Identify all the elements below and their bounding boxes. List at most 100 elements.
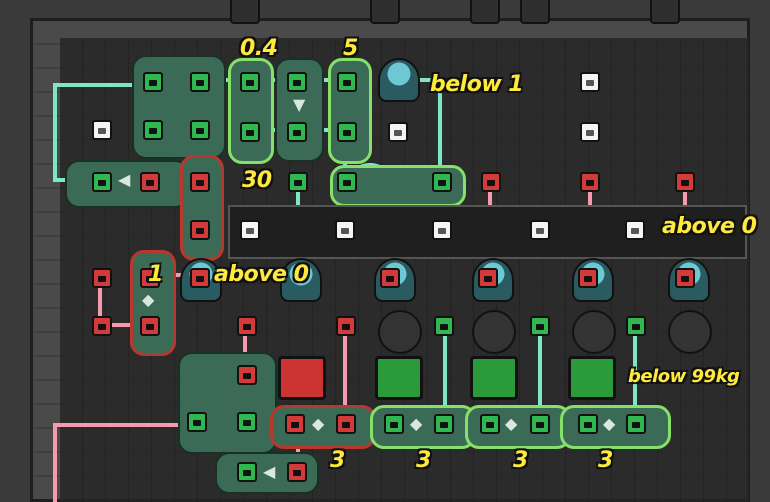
logic-port[interactable] — [481, 172, 501, 192]
logic-port[interactable] — [240, 220, 260, 240]
valve-red[interactable] — [278, 356, 326, 400]
valve-green[interactable] — [375, 356, 423, 400]
logic-port[interactable] — [530, 414, 550, 434]
annotation-label: 3 — [416, 448, 431, 473]
logic-port[interactable] — [530, 220, 550, 240]
logic-port[interactable] — [337, 122, 357, 142]
wire-red — [53, 423, 202, 502]
logic-port[interactable] — [578, 414, 598, 434]
diamond-icon: ◆ — [410, 414, 423, 433]
ceiling-vent — [650, 0, 680, 24]
ceiling-vent — [470, 0, 500, 24]
logic-port[interactable] — [287, 72, 307, 92]
logic-port[interactable] — [285, 414, 305, 434]
logic-port[interactable] — [143, 120, 163, 140]
annotation-label: 3 — [330, 448, 345, 473]
buffer-gate-panel[interactable] — [180, 155, 224, 261]
logic-port[interactable] — [626, 316, 646, 336]
logic-port[interactable] — [287, 122, 307, 142]
logic-port[interactable] — [237, 316, 257, 336]
logic-port[interactable] — [190, 268, 210, 288]
not-gate-icon: ◀ — [263, 462, 276, 481]
ceiling-vent — [370, 0, 400, 24]
or-gate-panel[interactable] — [178, 352, 277, 454]
logic-port[interactable] — [434, 414, 454, 434]
logic-port[interactable] — [140, 172, 160, 192]
storage-tank — [668, 310, 712, 354]
annotation-label: below 99kg — [628, 366, 740, 387]
annotation-label: 5 — [343, 36, 358, 61]
logic-port[interactable] — [432, 220, 452, 240]
logic-port[interactable] — [92, 316, 112, 336]
logic-port[interactable] — [336, 414, 356, 434]
logic-port[interactable] — [675, 268, 695, 288]
annotation-label: below 1 — [430, 72, 524, 97]
logic-port[interactable] — [237, 462, 257, 482]
logic-port[interactable] — [478, 268, 498, 288]
logic-port[interactable] — [388, 122, 408, 142]
logic-port[interactable] — [190, 172, 210, 192]
logic-port[interactable] — [190, 120, 210, 140]
diamond-icon: ◆ — [505, 414, 518, 433]
logic-port[interactable] — [190, 72, 210, 92]
logic-port[interactable] — [580, 172, 600, 192]
logic-port[interactable] — [92, 172, 112, 192]
logic-port[interactable] — [580, 122, 600, 142]
logic-port[interactable] — [190, 220, 210, 240]
diamond-icon: ◆ — [142, 290, 155, 309]
logic-port[interactable] — [140, 316, 160, 336]
annotation-label: 0.4 — [240, 36, 278, 61]
annotation-label: 3 — [598, 448, 613, 473]
annotation-label: above 0 — [662, 214, 757, 239]
logic-port[interactable] — [335, 220, 355, 240]
annotation-label: above 0 — [214, 262, 309, 287]
logic-port[interactable] — [432, 172, 452, 192]
logic-port[interactable] — [625, 220, 645, 240]
not-gate-panel[interactable] — [65, 160, 189, 208]
memory-toggle-panel[interactable] — [130, 250, 176, 356]
demux-panel[interactable] — [560, 405, 671, 449]
logic-port[interactable] — [187, 412, 207, 432]
logic-port[interactable] — [337, 172, 357, 192]
logic-port[interactable] — [578, 268, 598, 288]
logic-port[interactable] — [240, 122, 260, 142]
mesh-tile-row — [228, 205, 747, 259]
logic-port[interactable] — [143, 72, 163, 92]
logic-port[interactable] — [92, 120, 112, 140]
logic-port[interactable] — [530, 316, 550, 336]
logic-port[interactable] — [288, 172, 308, 192]
valve-green[interactable] — [470, 356, 518, 400]
storage-tank — [472, 310, 516, 354]
storage-tank — [378, 310, 422, 354]
valve-green[interactable] — [568, 356, 616, 400]
logic-port[interactable] — [237, 412, 257, 432]
not-gate-icon: ▼ — [293, 95, 306, 114]
diamond-icon: ◆ — [603, 414, 616, 433]
logic-port[interactable] — [140, 268, 160, 288]
logic-port[interactable] — [580, 72, 600, 92]
logic-port[interactable] — [237, 365, 257, 385]
and-gate-panel[interactable] — [132, 55, 226, 159]
ceiling-vent — [520, 0, 550, 24]
diamond-icon: ◆ — [312, 414, 325, 433]
sensor-device[interactable] — [378, 58, 420, 102]
logic-port[interactable] — [434, 316, 454, 336]
sensor-device[interactable] — [280, 258, 322, 302]
annotation-label: 1 — [148, 262, 163, 287]
ceiling-vent — [230, 0, 260, 24]
logic-port[interactable] — [380, 268, 400, 288]
logic-port[interactable] — [675, 172, 695, 192]
storage-tank — [572, 310, 616, 354]
logic-port[interactable] — [626, 414, 646, 434]
logic-port[interactable] — [240, 72, 260, 92]
logic-port[interactable] — [336, 316, 356, 336]
logic-port[interactable] — [92, 268, 112, 288]
annotation-label: 3 — [513, 448, 528, 473]
logic-port[interactable] — [480, 414, 500, 434]
annotation-label: 30 — [242, 168, 272, 193]
not-gate-icon: ◀ — [118, 170, 131, 189]
logic-port[interactable] — [337, 72, 357, 92]
logic-port[interactable] — [384, 414, 404, 434]
logic-port[interactable] — [287, 462, 307, 482]
